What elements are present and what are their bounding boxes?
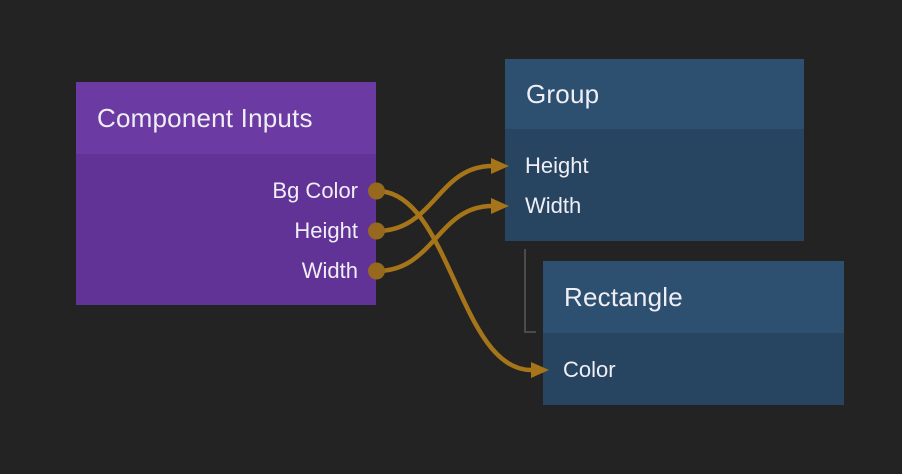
node-body-group: Height Width — [505, 129, 804, 241]
connection-width-to-group-width[interactable] — [374, 203, 495, 274]
node-group[interactable]: Group Height Width — [505, 59, 804, 241]
node-body-rectangle: Color — [543, 333, 844, 405]
connection-height-to-group-height[interactable] — [374, 163, 495, 234]
node-header-rectangle[interactable]: Rectangle — [543, 261, 844, 333]
output-port-height[interactable]: Height — [76, 211, 376, 251]
port-label: Height — [525, 153, 589, 178]
port-label: Bg Color — [272, 178, 358, 203]
port-label: Width — [525, 193, 582, 218]
hierarchy-line-group-rectangle — [524, 249, 536, 333]
input-port-group-width[interactable]: Width — [505, 186, 804, 226]
node-title: Rectangle — [564, 281, 683, 312]
input-port-group-height[interactable]: Height — [505, 146, 804, 186]
output-port-width[interactable]: Width — [76, 251, 376, 291]
port-label: Width — [301, 258, 358, 283]
node-header-group[interactable]: Group — [505, 59, 804, 129]
port-label: Color — [563, 357, 616, 382]
input-port-rectangle-color[interactable]: Color — [543, 350, 844, 390]
port-label: Height — [294, 218, 358, 243]
node-title: Group — [526, 78, 600, 109]
output-port-bg-color[interactable]: Bg Color — [76, 171, 376, 211]
node-header-component-inputs[interactable]: Component Inputs — [76, 82, 376, 154]
node-title: Component Inputs — [97, 102, 313, 133]
node-component-inputs[interactable]: Component Inputs Bg Color Height Width — [76, 82, 376, 305]
node-body-component-inputs: Bg Color Height Width — [76, 154, 376, 305]
node-rectangle[interactable]: Rectangle Color — [543, 261, 844, 405]
